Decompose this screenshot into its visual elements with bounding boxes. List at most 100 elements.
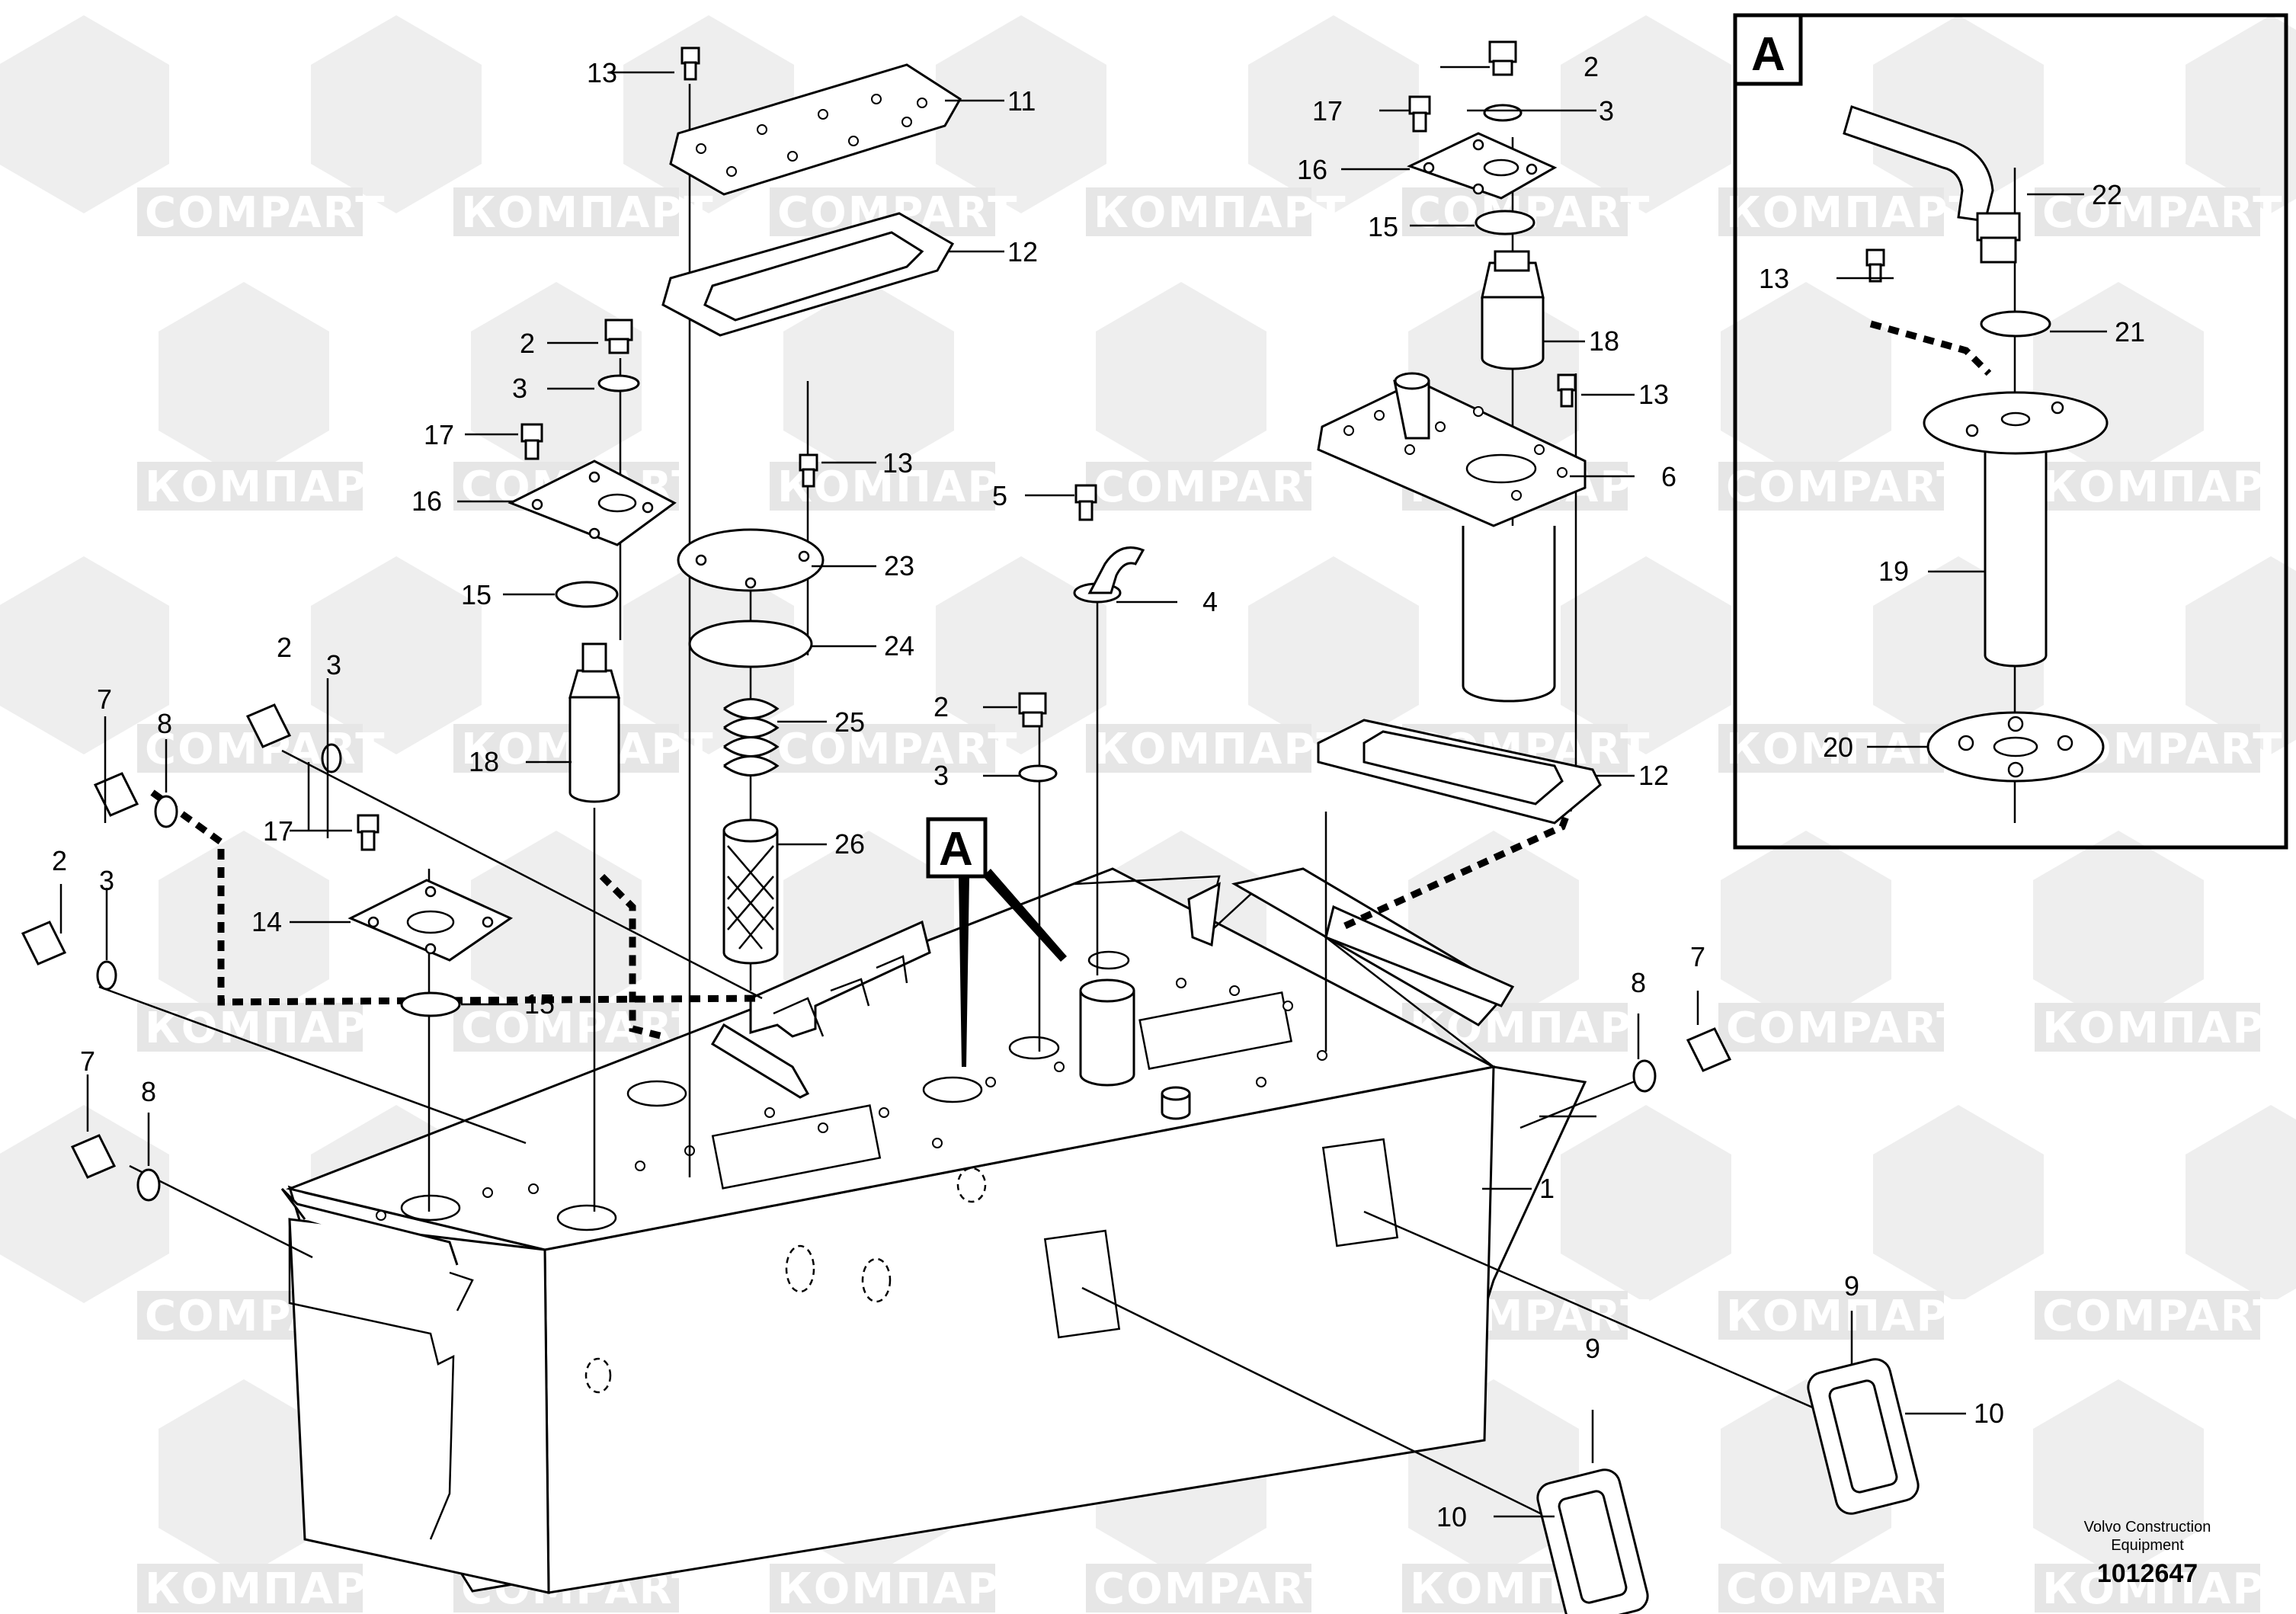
callout-9: 9 bbox=[1844, 1270, 1859, 1302]
svg-text:КОМПАРТ: КОМПАРТ bbox=[2042, 1564, 2296, 1614]
callout-22: 22 bbox=[2092, 179, 2122, 210]
callout-6: 6 bbox=[1661, 461, 1676, 492]
svg-text:КОМПАРТ: КОМПАРТ bbox=[2042, 463, 2296, 512]
callout-21: 21 bbox=[2115, 316, 2145, 347]
callout-17: 17 bbox=[1312, 95, 1343, 126]
callout-13: 13 bbox=[1638, 379, 1669, 410]
callout-18: 18 bbox=[469, 746, 499, 777]
svg-text:КОМПАРТ: КОМПАРТ bbox=[777, 463, 1031, 512]
callout-2: 2 bbox=[277, 632, 292, 663]
svg-text:КОМПАРТ: КОМПАРТ bbox=[145, 463, 399, 512]
flange-14 bbox=[347, 879, 514, 962]
svg-text:COMPART: COMPART bbox=[777, 725, 1018, 774]
svg-text:COMPART: COMPART bbox=[1094, 1564, 1334, 1614]
svg-text:COMPART: COMPART bbox=[2042, 188, 2283, 238]
fill-tube-stub bbox=[1079, 978, 1191, 1120]
level-sender-18-left bbox=[568, 642, 620, 803]
suction-pipe-assembly-6 bbox=[1317, 372, 1587, 703]
callout-2: 2 bbox=[520, 328, 535, 359]
callout-25: 25 bbox=[834, 706, 865, 738]
svg-text:A: A bbox=[1751, 28, 1785, 81]
callout-3: 3 bbox=[512, 373, 527, 404]
callout-7: 7 bbox=[80, 1046, 95, 1077]
breather-bracket bbox=[710, 920, 931, 1099]
callout-2: 2 bbox=[52, 845, 67, 876]
callout-17: 17 bbox=[263, 815, 293, 847]
callout-16: 16 bbox=[1297, 154, 1327, 185]
callout-7: 7 bbox=[1690, 941, 1705, 972]
callout-8: 8 bbox=[1631, 967, 1646, 998]
callout-26: 26 bbox=[834, 828, 865, 860]
svg-text:КОМПАРТ: КОМПАРТ bbox=[145, 1564, 399, 1614]
round-cover-23 bbox=[677, 528, 825, 592]
callout-13: 13 bbox=[1759, 263, 1789, 294]
svg-text:COMPART: COMPART bbox=[1410, 188, 1651, 238]
callout-19: 19 bbox=[1878, 556, 1909, 587]
callout-14: 14 bbox=[251, 906, 282, 937]
callout-8: 8 bbox=[157, 708, 172, 739]
spring-25 bbox=[723, 698, 780, 777]
callout-leaders bbox=[59, 66, 2107, 1518]
callout-10: 10 bbox=[1436, 1501, 1467, 1532]
inspection-covers-9-10 bbox=[1536, 1358, 1920, 1614]
callout-17: 17 bbox=[424, 419, 454, 450]
credit-block: Volvo Construction Equipment 1012647 bbox=[2084, 1519, 2211, 1588]
svg-text:COMPART: COMPART bbox=[1726, 1004, 1967, 1053]
callout-23: 23 bbox=[884, 550, 914, 581]
svg-text:КОМПАРТ: КОМПАРТ bbox=[1094, 188, 1347, 238]
callout-16: 16 bbox=[411, 485, 442, 517]
callout-15: 15 bbox=[461, 579, 492, 610]
svg-text:COMPART: COMPART bbox=[1094, 463, 1334, 512]
callout-12: 12 bbox=[1007, 236, 1038, 267]
callout-7: 7 bbox=[97, 684, 112, 715]
callout-2: 2 bbox=[933, 691, 949, 722]
svg-text:Volvo Construction: Volvo Construction bbox=[2084, 1519, 2211, 1536]
view-marker-a: A bbox=[926, 817, 1067, 1067]
svg-text:COMPART: COMPART bbox=[1726, 463, 1967, 512]
callout-12: 12 bbox=[1638, 760, 1669, 791]
callout-labels: 13 11 12 2 3 17 16 15 18 13 23 24 25 26 … bbox=[52, 51, 2145, 1532]
callout-3: 3 bbox=[1599, 95, 1614, 126]
callout-9: 9 bbox=[1585, 1333, 1600, 1364]
svg-text:КОМПАРТ: КОМПАРТ bbox=[777, 1564, 1031, 1614]
callout-11: 11 bbox=[1007, 85, 1036, 117]
callout-3: 3 bbox=[99, 865, 114, 896]
drawing-number: 1012647 bbox=[2097, 1559, 2198, 1588]
callout-3: 3 bbox=[933, 760, 949, 791]
o-ring-24 bbox=[688, 620, 813, 668]
callout-10: 10 bbox=[1974, 1398, 2004, 1429]
flange-16-right bbox=[1407, 132, 1558, 200]
screws-and-plugs bbox=[357, 40, 1577, 851]
svg-text:КОМПАРТ: КОМПАРТ bbox=[145, 1004, 399, 1053]
callout-5: 5 bbox=[992, 480, 1007, 511]
callout-24: 24 bbox=[884, 630, 914, 661]
svg-text:КОМПАРТ: КОМПАРТ bbox=[461, 188, 715, 238]
callout-13: 13 bbox=[882, 447, 913, 479]
callout-8: 8 bbox=[141, 1076, 156, 1107]
svg-text:COMPART: COMPART bbox=[145, 188, 386, 238]
callout-13: 13 bbox=[587, 57, 617, 88]
baffle-20 bbox=[1926, 711, 2105, 783]
cover-plate-11 bbox=[669, 63, 962, 196]
callout-18: 18 bbox=[1589, 325, 1619, 357]
svg-text:Equipment: Equipment bbox=[2111, 1537, 2184, 1554]
svg-text:КОМПАРТ: КОМПАРТ bbox=[2042, 1004, 2296, 1053]
callout-15: 15 bbox=[524, 988, 555, 1020]
level-sender-18-right bbox=[1481, 250, 1545, 370]
detail-view-a: A bbox=[1733, 13, 2288, 850]
svg-text:КОМПАРТ: КОМПАРТ bbox=[1094, 725, 1347, 774]
svg-text:A: A bbox=[939, 823, 973, 876]
tube-19 bbox=[1923, 391, 2109, 668]
gasket-12-upper bbox=[661, 212, 955, 337]
callout-1: 1 bbox=[1539, 1173, 1555, 1204]
fuel-tank-body bbox=[280, 867, 1587, 1594]
svg-text:COMPART: COMPART bbox=[1726, 1564, 1967, 1614]
callout-3: 3 bbox=[326, 649, 341, 681]
svg-text:КОМПАРТ: КОМПАРТ bbox=[1726, 188, 1980, 238]
callout-2: 2 bbox=[1584, 51, 1599, 82]
callout-15: 15 bbox=[1368, 211, 1398, 242]
o-rings-15 bbox=[400, 210, 1535, 1017]
svg-text:COMPART: COMPART bbox=[2042, 1292, 2283, 1341]
flange-16-left bbox=[508, 460, 677, 546]
